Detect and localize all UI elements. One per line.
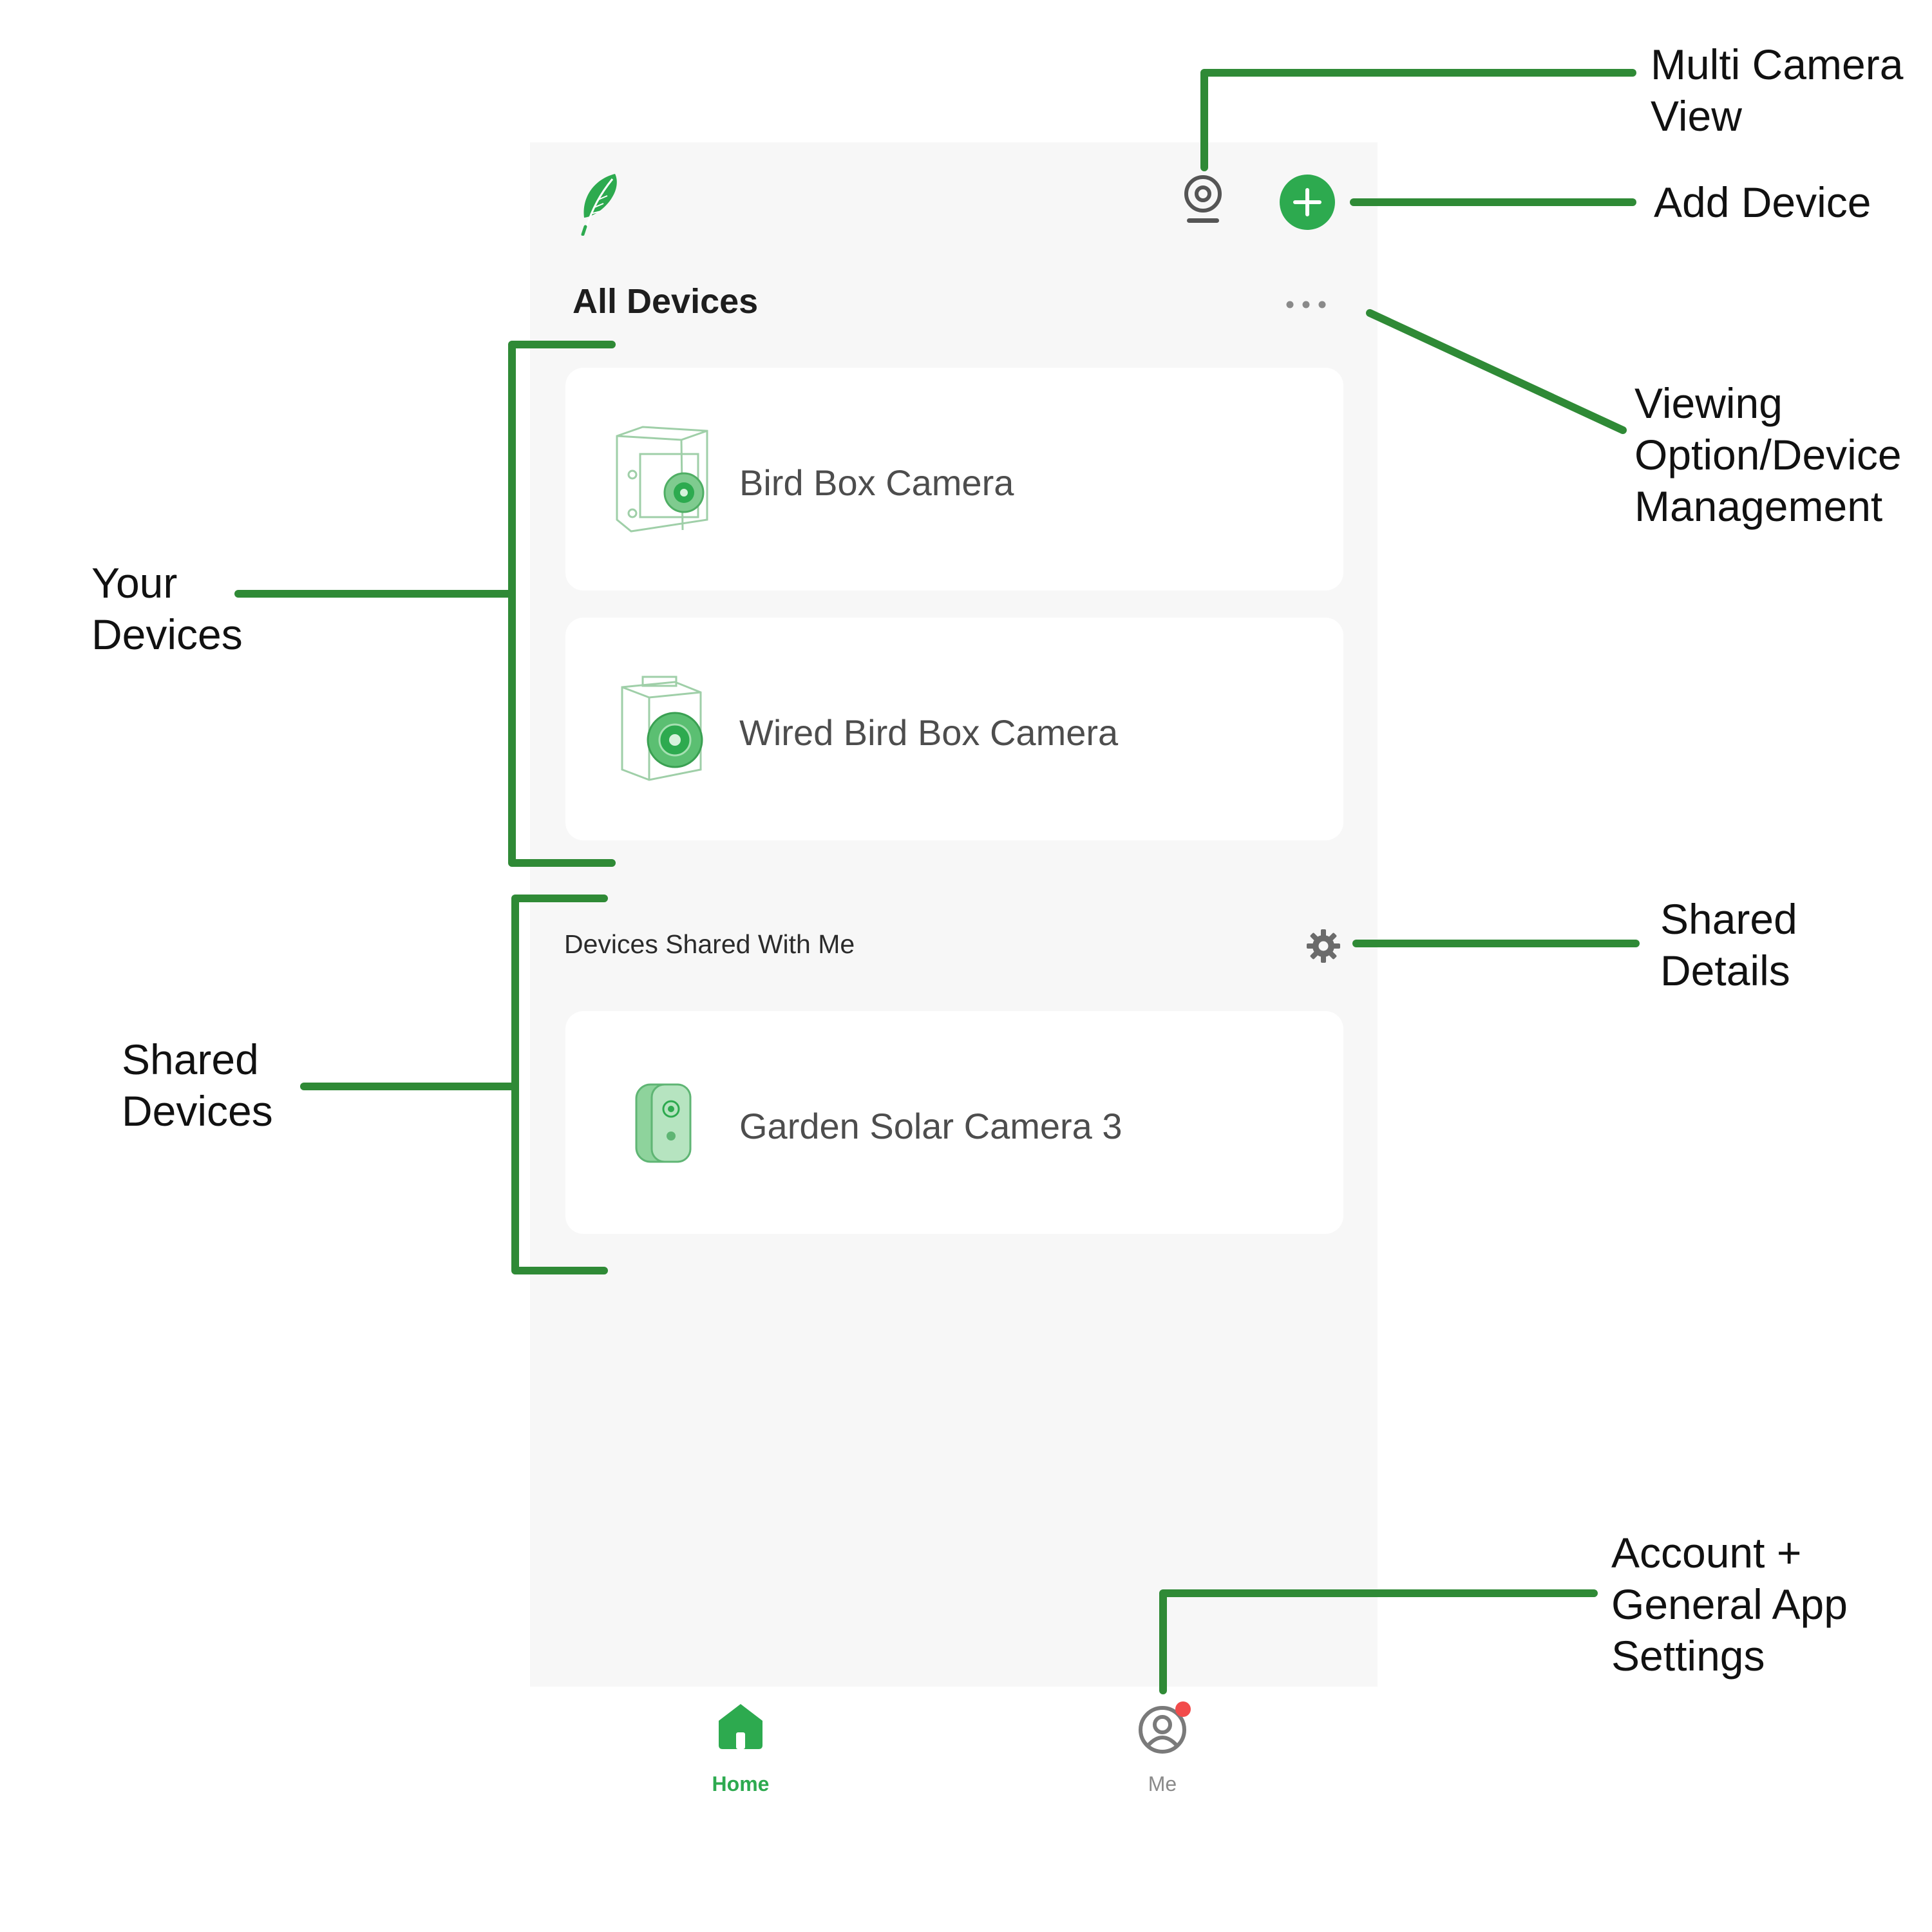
plus-icon (1293, 188, 1321, 216)
user-circle-icon (1139, 1701, 1191, 1754)
callout-line: Viewing (1634, 379, 1783, 427)
callout-shared-devices: Shared Devices (122, 1034, 273, 1137)
shared-devices-title: Devices Shared With Me (564, 929, 855, 959)
callout-line: Settings (1611, 1632, 1765, 1680)
add-device-button[interactable] (1280, 175, 1335, 230)
wired-bird-box-camera-icon (604, 673, 720, 789)
multi-camera-view-button[interactable] (1179, 172, 1227, 225)
callout-line: Details (1660, 947, 1790, 994)
nav-label-home: Home (712, 1772, 770, 1795)
nav-label-me: Me (1148, 1772, 1177, 1795)
device-name: Garden Solar Camera 3 (739, 1106, 1122, 1146)
callout-line: View (1651, 92, 1742, 140)
webcam-icon (1184, 175, 1222, 223)
device-name: Wired Bird Box Camera (739, 712, 1119, 753)
shared-details-button[interactable] (1305, 928, 1341, 964)
callout-add-device: Add Device (1654, 176, 1871, 228)
device-card-garden-solar-camera-3[interactable]: Garden Solar Camera 3 (565, 1011, 1343, 1234)
more-horizontal-icon (1286, 301, 1326, 308)
callout-line: Account + (1611, 1529, 1802, 1577)
feather-logo-icon (575, 171, 627, 236)
device-card-bird-box-camera[interactable]: Bird Box Camera (565, 368, 1343, 591)
gear-icon (1307, 929, 1340, 963)
callout-line: Management (1634, 482, 1883, 530)
home-icon (719, 1704, 762, 1749)
callout-line: Multi Camera (1651, 41, 1904, 88)
app-screen: All Devices Bird Box Camera (530, 142, 1378, 1687)
more-options-button[interactable] (1283, 297, 1329, 312)
callout-line: Devices (122, 1087, 273, 1135)
device-name: Bird Box Camera (739, 462, 1014, 503)
callout-viewing-option: Viewing Option/Device Management (1634, 377, 1902, 532)
callout-your-devices: Your Devices (91, 557, 243, 660)
callout-multi-camera-view: Multi Camera View (1651, 39, 1903, 142)
callout-line: General App (1611, 1580, 1848, 1628)
solar-camera-icon (604, 1066, 720, 1182)
callout-account-settings: Account + General App Settings (1611, 1527, 1848, 1681)
nav-tab-home[interactable]: Home (699, 1700, 782, 1803)
callout-line: Shared (122, 1036, 259, 1083)
notification-dot (1175, 1701, 1191, 1717)
callout-shared-details: Shared Details (1660, 893, 1797, 996)
callout-line: Shared (1660, 895, 1797, 943)
nav-tab-me[interactable]: Me (1121, 1700, 1204, 1803)
device-card-wired-bird-box-camera[interactable]: Wired Bird Box Camera (565, 618, 1343, 840)
callout-line: Devices (91, 611, 243, 658)
callout-line: Your (91, 559, 178, 607)
callout-line: Option/Device (1634, 431, 1902, 478)
callout-line: Add Device (1654, 178, 1871, 226)
bird-box-camera-icon (604, 423, 720, 539)
all-devices-title: All Devices (573, 282, 759, 321)
